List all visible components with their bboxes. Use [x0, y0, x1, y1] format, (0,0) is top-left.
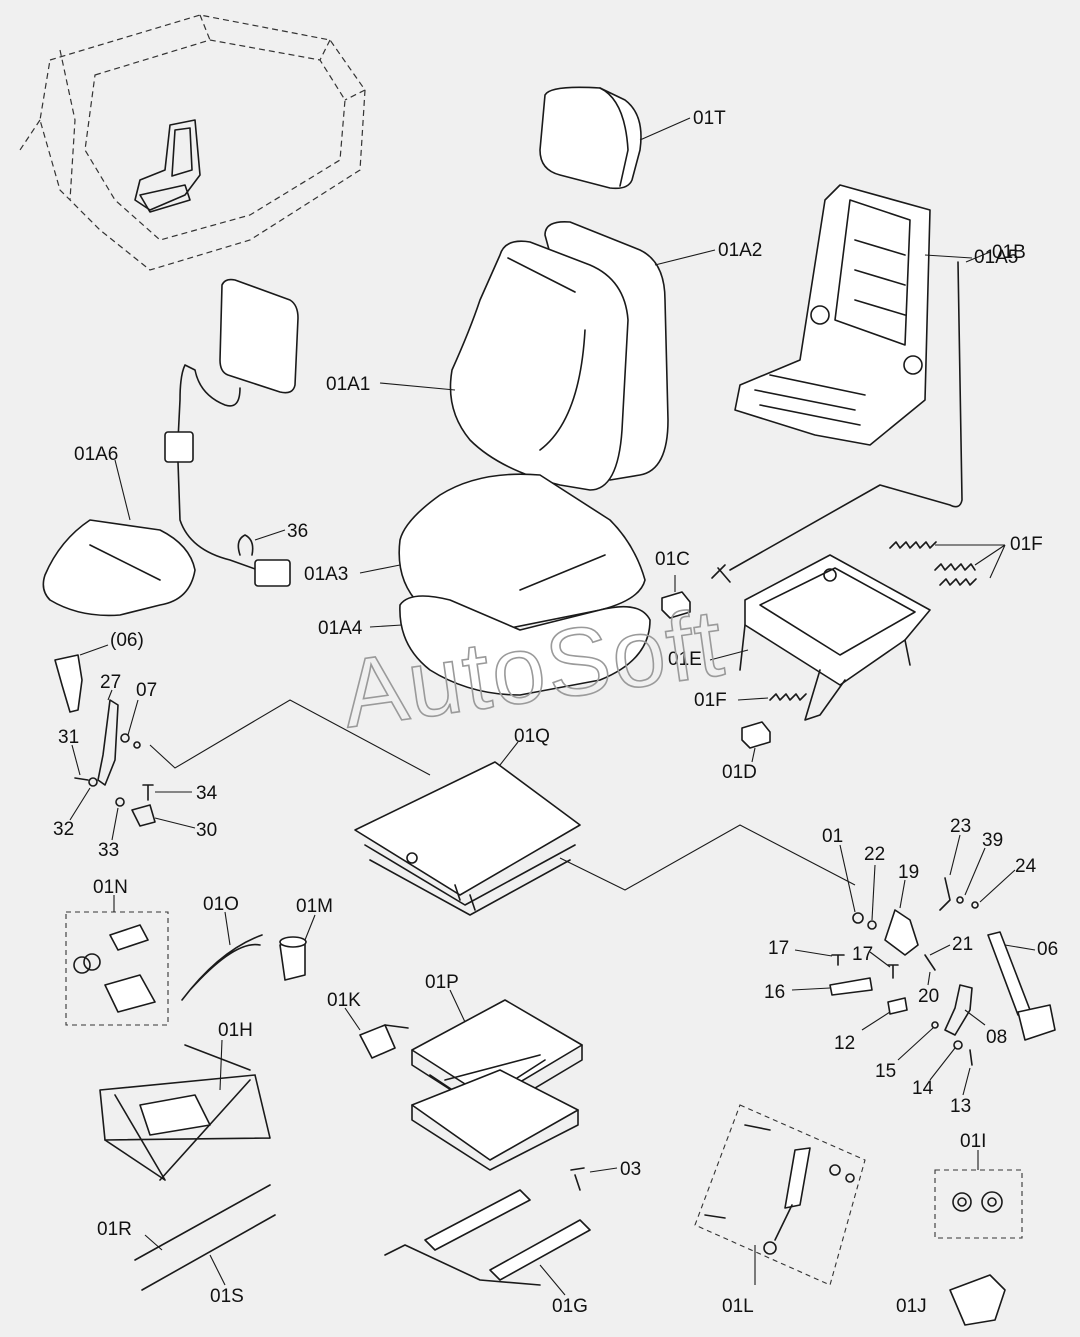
label-01O: 01O [203, 894, 239, 915]
connector-left [149, 699, 431, 776]
part-slide-mechanism-01E: 01E [668, 554, 931, 721]
part-cable-tie-01O: 01O [181, 894, 263, 1001]
label-32: 32 [53, 819, 74, 840]
label-01I: 01I [960, 1131, 986, 1152]
label-03: 03 [620, 1159, 641, 1180]
label-24: 24 [1015, 856, 1037, 877]
label-01S: 01S [210, 1286, 244, 1307]
part-cable-01B: 01B [711, 242, 1026, 583]
label-01T: 01T [693, 108, 726, 129]
part-lever-assembly: 01 22 19 23 39 24 17 17 21 06 16 20 12 0… [764, 816, 1058, 1117]
part-cap-01C: 01C [655, 549, 691, 619]
label-01A4: 01A4 [318, 618, 363, 639]
label-01N: 01N [93, 877, 128, 898]
label-16: 16 [764, 982, 785, 1003]
label-01Q: 01Q [514, 726, 550, 747]
label-21: 21 [952, 934, 973, 955]
part-back-cushion-01A1: 01A1 [326, 240, 629, 491]
part-cap-01D: 01D [722, 721, 771, 783]
label-01A1: 01A1 [326, 374, 370, 395]
part-springs-01F: 01F 01F [694, 534, 1043, 711]
label-34: 34 [196, 783, 218, 804]
label-01A3: 01A3 [304, 564, 348, 585]
label-12: 12 [834, 1033, 855, 1054]
label-01F-mid: 01F [694, 690, 727, 711]
label-01B: 01B [992, 242, 1026, 263]
part-suspension-01Q: 01Q [354, 726, 581, 916]
label-22: 22 [864, 844, 885, 865]
label-01J: 01J [896, 1296, 927, 1317]
part-buckle-assembly: (06) 27 07 31 32 33 34 30 [53, 630, 218, 861]
label-27: 27 [100, 672, 121, 693]
part-base-01P: 01P [411, 972, 583, 1171]
label-17b: 17 [852, 944, 873, 965]
part-seat-frame-01A5: 01A5 [734, 184, 1018, 446]
label-01F-top: 01F [1010, 534, 1043, 555]
part-rods-01R-01S: 01R 01S [97, 1184, 276, 1307]
label-07: 07 [136, 680, 157, 701]
connector-right [559, 824, 856, 891]
label-23: 23 [950, 816, 971, 837]
label-06: 06 [1037, 939, 1058, 960]
cab-overview [19, 14, 366, 271]
label-06-paren: (06) [110, 630, 144, 651]
label-01: 01 [822, 826, 843, 847]
label-39: 39 [982, 830, 1003, 851]
part-seat-cushion-01A4: 01A4 [318, 595, 651, 696]
label-08: 08 [986, 1027, 1007, 1048]
label-01E: 01E [668, 649, 702, 670]
label-20: 20 [918, 986, 939, 1007]
label-01D: 01D [722, 762, 757, 783]
part-seat-heater-01A6: 01A6 36 [42, 278, 308, 617]
label-33: 33 [98, 840, 119, 861]
label-01A6: 01A6 [74, 444, 118, 465]
label-36: 36 [287, 521, 308, 542]
label-17a: 17 [768, 938, 789, 959]
part-clip-01K: 01K [327, 990, 409, 1059]
label-14: 14 [912, 1078, 934, 1099]
part-bearings-01I: 01I [934, 1131, 1023, 1239]
label-01M: 01M [296, 896, 333, 917]
label-15: 15 [875, 1061, 896, 1082]
label-19: 19 [898, 862, 919, 883]
label-01C: 01C [655, 549, 690, 570]
part-scissor-frame-01H: 01H [99, 1020, 271, 1181]
label-01A5: 01A5 [974, 247, 1018, 268]
label-01H: 01H [218, 1020, 253, 1041]
part-headrest-01T: 01T [539, 86, 726, 190]
part-cover-01J: 01J [896, 1274, 1006, 1326]
part-seat-cushion-01A3: 01A3 [304, 473, 646, 631]
label-01L: 01L [722, 1296, 754, 1317]
label-01G: 01G [552, 1296, 588, 1317]
label-01A2: 01A2 [718, 240, 762, 261]
label-30: 30 [196, 820, 217, 841]
part-kit-01N: 01N [65, 877, 169, 1026]
part-knob-01M: 01M [279, 896, 333, 981]
part-rails-01G: 03 01G [384, 1159, 641, 1317]
label-13: 13 [950, 1096, 971, 1117]
label-01P: 01P [425, 972, 459, 993]
label-01R: 01R [97, 1219, 132, 1240]
part-shock-absorber-01L: 01L [694, 1104, 866, 1317]
label-31: 31 [58, 727, 79, 748]
label-01K: 01K [327, 990, 361, 1011]
